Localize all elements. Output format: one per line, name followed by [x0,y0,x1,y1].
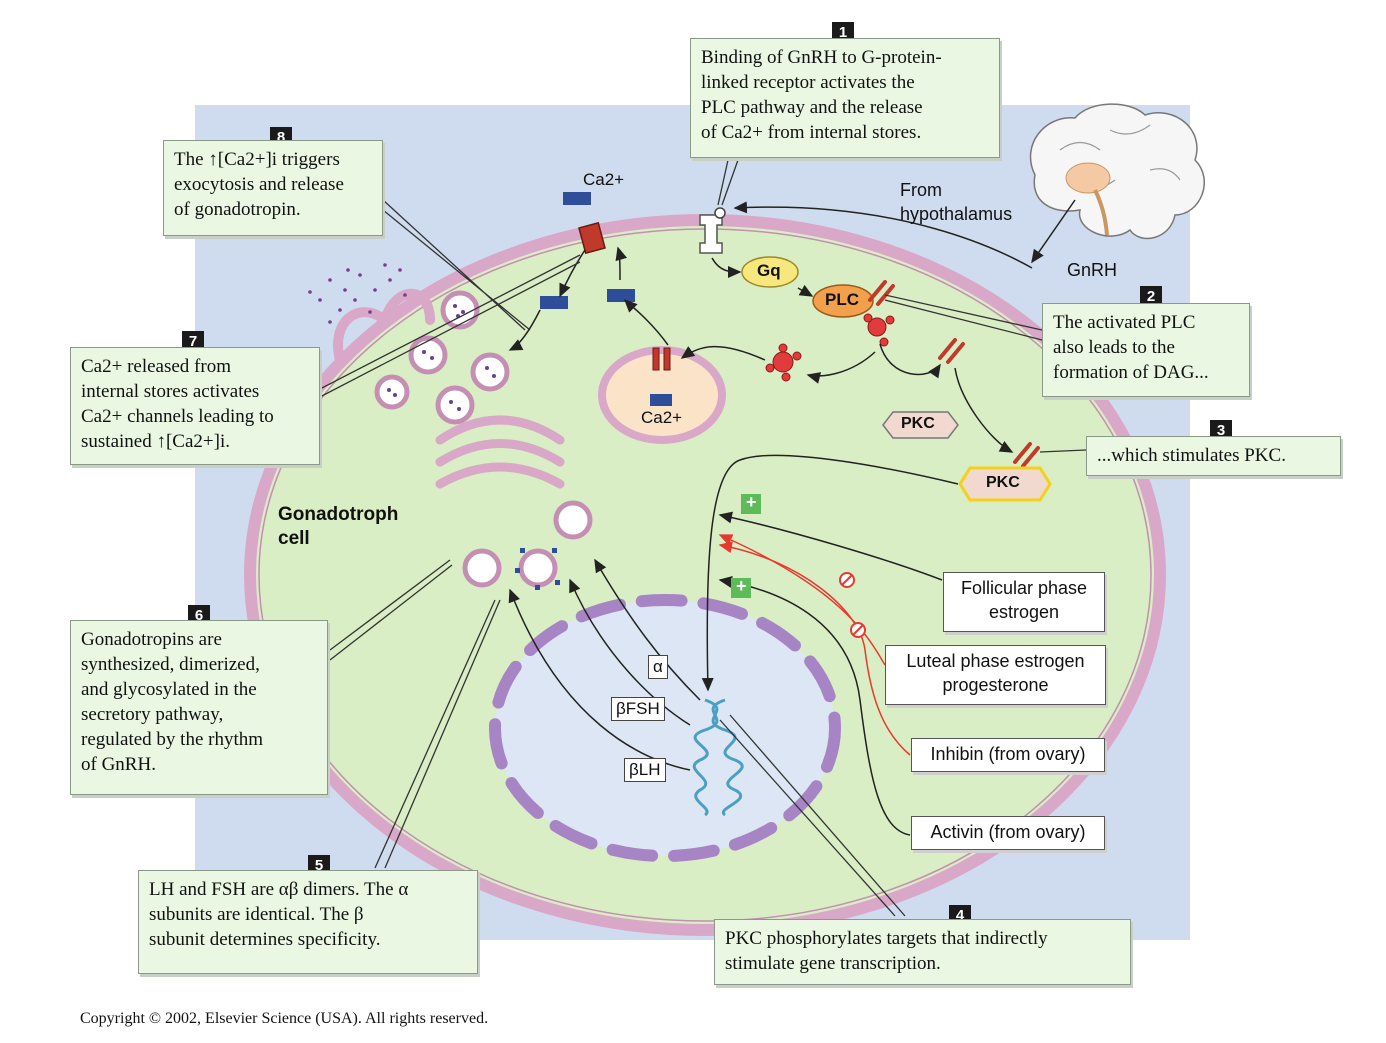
inhibition-icons [839,572,866,638]
callout-1-line: of Ca2+ from internal stores. [701,122,922,143]
callout-2-line: also leads to the [1053,337,1175,358]
from-hypothalamus-line: From [900,180,942,200]
callout-5-line: subunits are identical. The β [149,904,364,925]
gq-label: Gq [757,261,781,280]
cell-name-line: Gonadotroph [278,504,399,525]
nuclear-envelope [489,594,841,862]
pkc-inactive-label: PKC [901,415,935,432]
plus-icon: + [736,576,747,596]
callout-7-line: sustained [81,431,157,452]
gq-protein [741,256,799,288]
dna-helix [692,698,744,817]
gene-beta-fsh: βFSH [611,697,665,721]
callout-6-line: synthesized, dimerized, [81,654,260,675]
callout-4-line: stimulate gene transcription. [725,953,941,974]
glycosylation-marks [515,548,560,590]
follicular-line: estrogen [988,602,1060,622]
callout-pointers [317,159,1087,917]
gene-alpha: α [648,655,668,679]
step-number-2: 2 [1140,286,1162,308]
callout-8-line: exocytosis and release [174,174,344,195]
callout-1-line: linked receptor activates the [701,72,915,93]
plc-label: PLC [825,290,859,309]
ca-top-label: Ca2+ [583,170,625,189]
luteal-line: Luteal phase estrogen [906,651,1085,671]
callout-3-line: ...which stimulates PKC. [1097,445,1286,466]
callout-1: Binding of GnRH to G-protein- linked rec… [690,38,1000,158]
inhibitory-arrows [718,534,911,756]
callout-1-line: PLC pathway and the release [701,97,923,118]
from-hypothalamus-label: From hypothalamus [900,178,1012,226]
callout-8-line: The [174,149,209,170]
up-arrow-icon: ↑ [156,431,166,452]
luteal-estrogen-progesterone-box: Luteal phase estrogen progesterone [885,645,1106,705]
luteal-line: progesterone [942,675,1049,695]
up-arrow-icon: ↑ [208,149,218,170]
copyright-notice: Copyright © 2002, Elsevier Science (USA)… [80,1010,489,1027]
pathway-arrows [508,199,1076,836]
callout-7-line: Ca2+ released from [81,356,231,377]
callout-6-line: and glycosylated in the [81,679,257,700]
callout-2-line: formation of DAG... [1053,362,1209,383]
callout-6: Gonadotropins are synthesized, dimerized… [70,620,328,795]
callout-2-line: The activated PLC [1053,312,1196,333]
activin-box: Activin (from ovary) [911,816,1105,850]
brain-icon [1029,103,1205,240]
cell-name-line: cell [278,528,310,549]
callout-8-line: [Ca2+]i triggers [217,149,340,170]
membrane-ca-channel [578,221,606,255]
er-ca-channel [652,347,671,371]
gnrh-receptor [699,214,723,254]
callout-4: PKC phosphorylates targets that indirect… [714,919,1131,985]
gnrh-ligand [714,207,726,219]
secreted-gonadotropin-dots [308,263,407,324]
callout-7-line: Ca2+ channels leading to [81,406,274,427]
plus-icon: + [746,492,757,512]
from-hypothalamus-line: hypothalamus [900,204,1013,224]
nucleus [495,600,835,856]
callout-7: Ca2+ released from internal stores activ… [70,347,320,465]
callout-6-line: secretory pathway, [81,704,224,725]
inhibin-box: Inhibin (from ovary) [911,738,1105,772]
golgi-apparatus [435,415,565,489]
callout-6-line: regulated by the rhythm [81,729,264,750]
plc-enzyme [812,284,874,318]
callout-7-line: internal stores activates [81,381,260,402]
stimulation-icons [731,494,761,598]
follicular-estrogen-box: Follicular phase estrogen [943,572,1105,632]
cell-name-label: Gonadotroph cell [278,503,398,551]
endoplasmic-reticulum [333,288,435,365]
pkc-inactive-shape [882,411,959,439]
callout-5-line: LH and FSH are αβ dimers. The α [149,879,409,900]
gene-beta-lh: βLH [624,758,666,782]
callout-5: LH and FSH are αβ dimers. The α subunits… [138,870,478,974]
calcium-ions [540,192,672,406]
pkc-active-label: PKC [986,474,1020,491]
follicular-line: Follicular phase [960,578,1088,598]
vesicle-contents [387,304,496,411]
pkc-active-shape [958,466,1052,502]
callout-8-line: of gonadotropin. [174,199,301,220]
callout-3: ...which stimulates PKC. [1086,436,1341,476]
callout-6-line: of GnRH. [81,754,156,775]
callout-1-line: Binding of GnRH to G-protein- [701,47,942,68]
callout-6-line: Gonadotropins are [81,629,222,650]
secretory-vesicles [374,290,593,588]
gnrh-label: GnRH [1067,260,1118,280]
callout-7-line: [Ca2+]i. [165,431,230,452]
callout-4-line: PKC phosphorylates targets that indirect… [725,928,1048,949]
callout-5-line: subunit determines specificity. [149,929,381,950]
callout-2: The activated PLC also leads to the form… [1042,303,1250,397]
ip3-molecule [765,313,895,382]
ca-er-label: Ca2+ [641,408,683,427]
callout-8: The ↑[Ca2+]i triggers exocytosis and rel… [163,140,383,236]
